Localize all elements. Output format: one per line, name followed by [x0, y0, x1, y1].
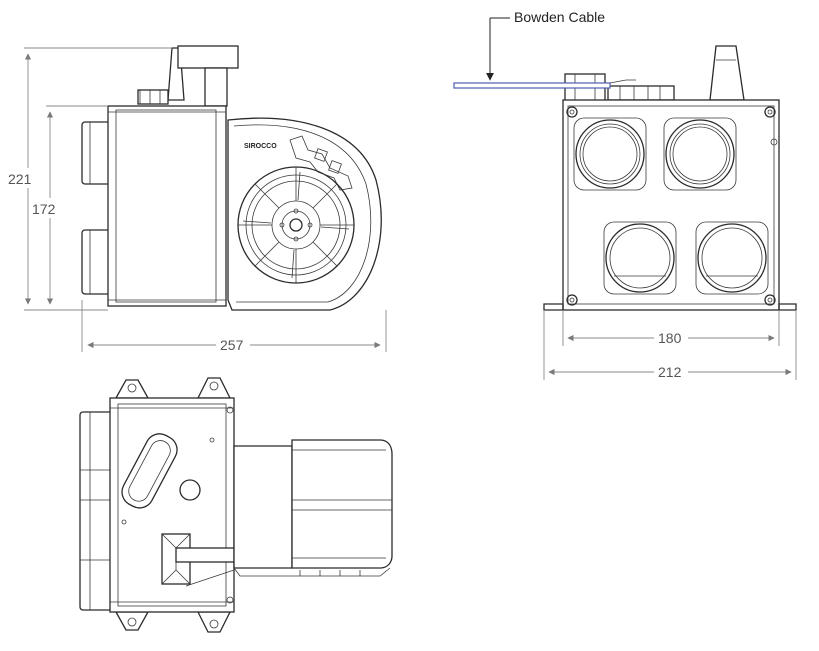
bowden-cable — [453, 17, 636, 89]
dim-172: 172 — [32, 201, 56, 217]
dim-221: 221 — [8, 171, 32, 187]
brand-label: SIROCCO — [244, 143, 277, 150]
outlet-ports — [573, 117, 769, 295]
top-view — [79, 377, 393, 633]
corner-bolts — [566, 106, 778, 306]
bowden-cable-label: Bowden Cable — [514, 9, 605, 25]
oval-slot — [121, 433, 178, 509]
front-view: Bowden Cable 180 212 — [453, 9, 797, 381]
front-dimensions — [543, 310, 797, 381]
dim-212: 212 — [658, 364, 682, 380]
side-dimensions — [6, 47, 387, 354]
side-view: SIROCCO — [6, 45, 387, 354]
dim-180: 180 — [658, 330, 682, 346]
dim-257: 257 — [220, 337, 244, 353]
fan-wheel — [237, 166, 355, 284]
